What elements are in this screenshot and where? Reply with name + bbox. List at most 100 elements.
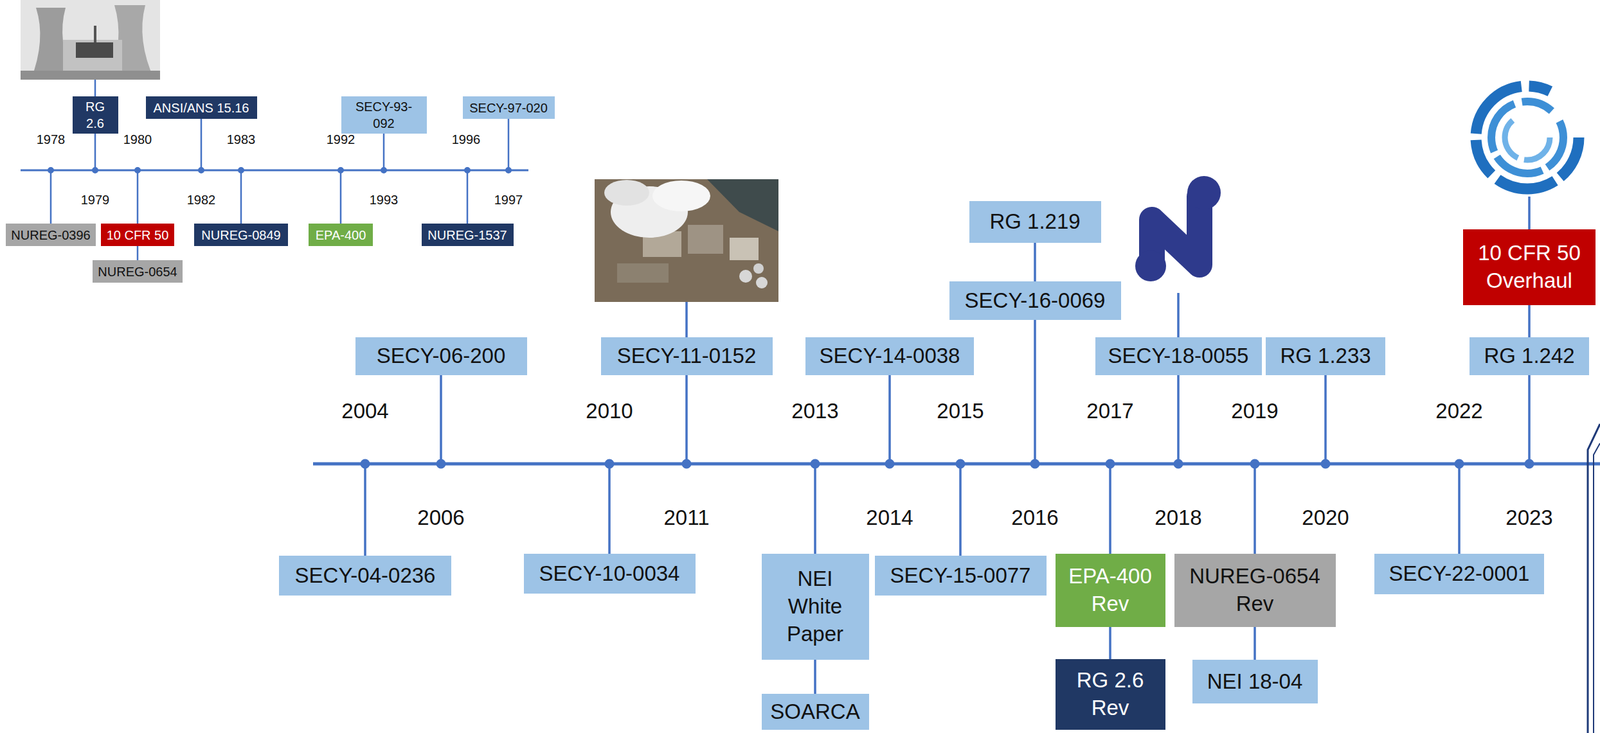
connector-line (813, 660, 817, 695)
box-text: SECY-97-020 (466, 99, 551, 117)
photo-sea (707, 179, 779, 232)
document-box: RG 1.233 (1265, 337, 1386, 376)
document-box: RG 2.6 Rev (1055, 659, 1166, 731)
document-box: NUREG-0849 (194, 223, 288, 247)
year-label-holder: 2010 (585, 398, 633, 425)
year-label-holder: 1979 (80, 192, 110, 208)
box-text: ANSI/ANS 15.16 (149, 99, 254, 117)
year-label-holder: 1978 (36, 131, 66, 148)
logo-ring (1475, 86, 1579, 189)
year-label: 2004 (341, 398, 389, 425)
year-label-holder: 1996 (451, 131, 481, 148)
box-text: EPA-400 Rev (1061, 563, 1160, 619)
year-label: 1992 (326, 131, 356, 148)
box-text: RG 2.6 (76, 98, 115, 132)
document-box: NUREG-1537 (421, 223, 514, 247)
year-label: 2020 (1301, 505, 1349, 531)
box-text: EPA-400 (312, 226, 369, 244)
accident-photo (594, 179, 779, 303)
box-text: SECY-16-0069 (955, 287, 1115, 315)
sign-pole (93, 25, 97, 45)
year-label-holder: 2017 (1086, 398, 1134, 425)
document-box: NUREG-0654 Rev (1174, 554, 1336, 628)
year-label: 2006 (417, 505, 465, 531)
year-label-holder: 2014 (865, 505, 913, 531)
photo-ground (20, 70, 161, 80)
box-text: NEI White Paper (768, 565, 863, 649)
logo-node (1135, 250, 1167, 282)
cooling-tower-photo (20, 0, 161, 80)
document-box: SECY-10-0034 (523, 554, 696, 594)
document-box: SECY-16-0069 (949, 281, 1122, 321)
year-label-holder: 1992 (326, 131, 356, 148)
box-text: NUREG-0849 (197, 226, 285, 244)
connector-line (1528, 305, 1531, 338)
document-box: NEI White Paper (761, 554, 870, 661)
document-box: SECY-97-020 (462, 96, 555, 119)
year-label-holder: 2016 (1011, 505, 1059, 531)
year-label-holder: 2018 (1154, 505, 1202, 531)
year-label: 2018 (1154, 505, 1202, 531)
year-label: 2022 (1435, 398, 1483, 425)
document-box: RG 1.219 (969, 201, 1102, 243)
year-label: 2010 (585, 398, 633, 425)
box-text: 10 CFR 50 Overhaul (1469, 239, 1590, 296)
box-text: SECY-15-0077 (881, 562, 1041, 591)
box-text: SOARCA (768, 698, 863, 727)
logo-node (1187, 176, 1221, 210)
box-text: RG 1.233 (1272, 342, 1379, 371)
year-label-holder: 2006 (417, 505, 465, 531)
year-label: 1993 (369, 192, 399, 208)
box-text: NUREG-0654 (96, 263, 179, 281)
timeline-axis (313, 462, 1600, 467)
photo-sky (20, 0, 161, 80)
year-label-holder: 2019 (1231, 398, 1278, 425)
box-text: SECY-93-092 (345, 98, 423, 132)
year-label: 1983 (226, 131, 256, 148)
year-label: 2017 (1086, 398, 1134, 425)
box-text: SECY-14-0038 (811, 342, 968, 371)
document-box: RG 2.6 (72, 96, 119, 134)
connector-line (1253, 627, 1257, 661)
box-text: NUREG-0396 (9, 226, 92, 244)
document-box: NUREG-0654 (92, 260, 183, 283)
edge-chevron (1587, 424, 1600, 733)
year-label-holder: 1997 (494, 192, 524, 208)
document-box: EPA-400 (308, 223, 373, 247)
year-label: 2016 (1011, 505, 1059, 531)
document-box: SECY-04-0236 (278, 556, 452, 596)
box-text: RG 1.219 (975, 208, 1095, 236)
document-box: SECY-06-200 (355, 337, 528, 376)
box-text: RG 1.242 (1475, 342, 1583, 371)
box-text: SECY-18-0055 (1101, 342, 1256, 371)
document-box: SECY-93-092 (341, 96, 427, 134)
box-text: NEI 18-04 (1198, 668, 1312, 697)
year-label: 1980 (123, 131, 153, 148)
smoke-plume (652, 180, 711, 212)
year-label: 2019 (1231, 398, 1278, 425)
logo-ring (1491, 101, 1564, 174)
storage-tank (755, 277, 768, 289)
agency-logo (1135, 176, 1221, 282)
document-box: SECY-11-0152 (601, 337, 773, 376)
box-text: SECY-10-0034 (530, 560, 690, 589)
year-label: 2014 (865, 505, 913, 531)
storage-tank (739, 269, 753, 283)
year-label-holder: 2015 (936, 398, 984, 425)
year-label-holder: 2020 (1301, 505, 1349, 531)
year-label: 1997 (494, 192, 524, 208)
logo-ring (1504, 115, 1550, 161)
photo-ground (594, 179, 779, 303)
connector-line (136, 246, 139, 261)
document-box: NEI 18-04 (1192, 660, 1318, 704)
document-box: RG 1.242 (1469, 337, 1590, 376)
document-box: 10 CFR 50 (100, 223, 175, 247)
reactor-building (687, 224, 724, 254)
year-label: 1996 (451, 131, 481, 148)
year-label-holder: 1980 (123, 131, 153, 148)
storage-tank (753, 263, 764, 274)
year-label: 1978 (36, 131, 66, 148)
edge-chevron (1593, 443, 1600, 733)
